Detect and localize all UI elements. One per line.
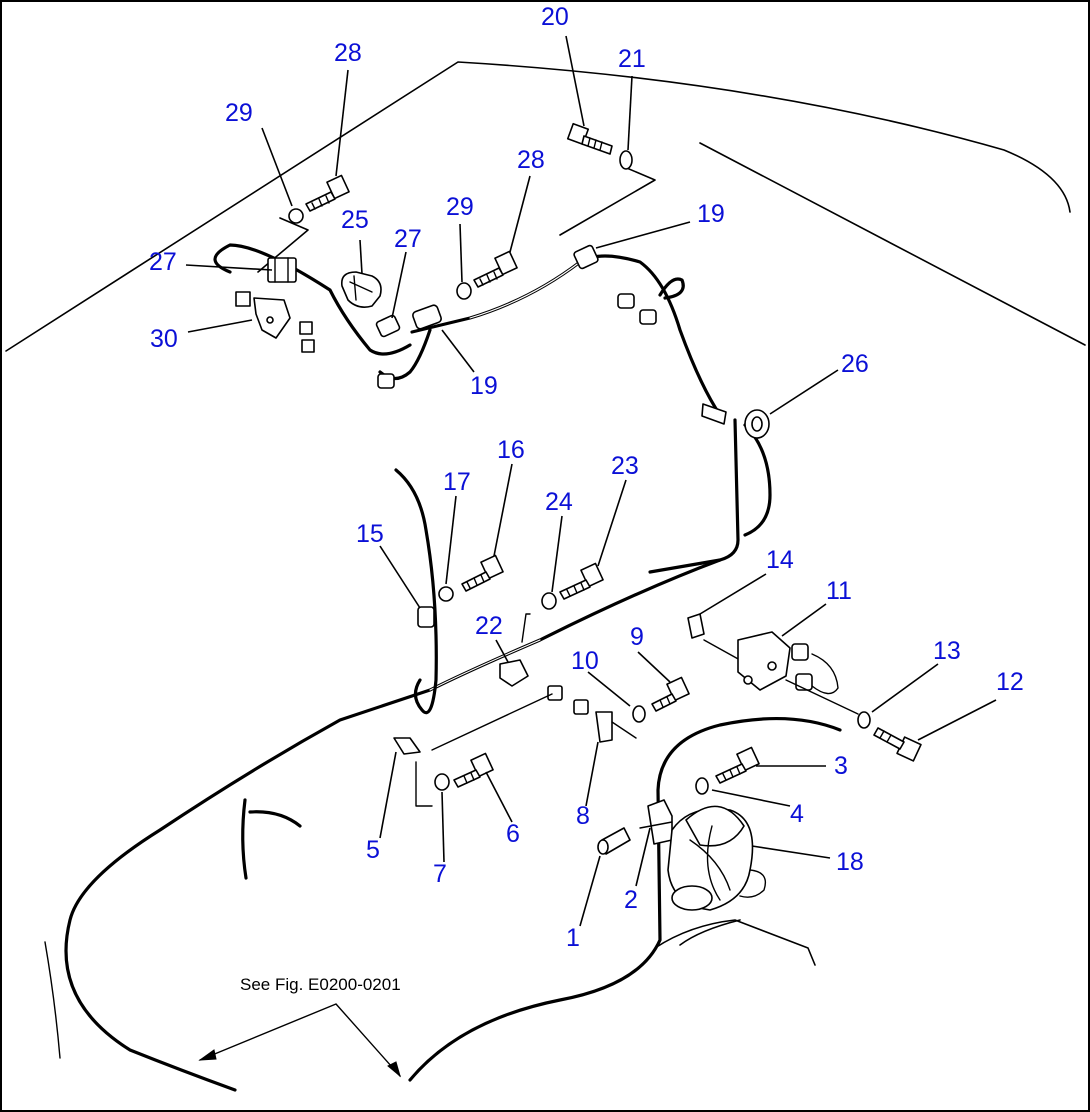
callout-21: 21 [618, 45, 646, 73]
callout-5: 5 [366, 836, 380, 864]
callout-2: 2 [624, 886, 638, 914]
washer-29-right [456, 282, 472, 300]
relay-25 [340, 271, 382, 308]
clamp-22 [499, 613, 531, 687]
callout-8: 8 [576, 802, 590, 830]
callout-15: 15 [356, 520, 384, 548]
cab-outline [5, 61, 1086, 966]
callout-17: 17 [443, 468, 471, 496]
callout-labels: 20 21 28 29 25 27 27 30 28 29 19 19 26 1… [149, 3, 1024, 952]
callout-11: 11 [826, 577, 852, 605]
callout-27-right: 27 [394, 225, 422, 253]
callout-28-left: 28 [334, 39, 362, 67]
callout-1: 1 [566, 924, 580, 952]
horn-18 [667, 805, 767, 911]
spacer-1 [597, 827, 631, 855]
callout-19-left: 19 [470, 372, 498, 400]
callout-10: 10 [571, 647, 599, 675]
callout-4: 4 [790, 800, 804, 828]
bolt-23 [559, 562, 604, 600]
connector-upper-right [617, 293, 657, 325]
reference-arrows [198, 1003, 401, 1078]
callout-18: 18 [836, 848, 864, 876]
washer-7 [434, 773, 450, 791]
clamp-27-right [375, 314, 401, 338]
clamp-27-left [267, 257, 297, 283]
see-figure-note: See Fig. E0200-0201 [240, 975, 401, 994]
washer-13 [857, 711, 871, 729]
callout-7: 7 [433, 860, 447, 888]
callout-23: 23 [611, 452, 639, 480]
callout-29-left: 29 [225, 99, 253, 127]
bolt-6 [453, 752, 494, 788]
clamp-5 [393, 693, 553, 807]
bolt-20 [566, 122, 613, 155]
washer-4 [695, 777, 709, 795]
callout-20: 20 [541, 3, 569, 31]
grommet-26 [701, 403, 770, 439]
callout-26: 26 [841, 350, 869, 378]
washer-24 [541, 592, 557, 610]
callout-29-right: 29 [446, 193, 474, 221]
callout-9: 9 [630, 623, 644, 651]
washer-21 [619, 150, 633, 170]
wiring-harness [44, 243, 842, 1092]
connectors-middle [547, 685, 589, 715]
bracket-30 [235, 291, 315, 353]
washer-29-left [288, 208, 304, 224]
leader-lines [185, 35, 997, 927]
washer-10 [632, 705, 646, 723]
callout-16: 16 [497, 436, 525, 464]
callout-12: 12 [996, 668, 1024, 696]
callout-28-right: 28 [517, 146, 545, 174]
callout-30: 30 [150, 325, 178, 353]
clip-19-right [573, 244, 599, 270]
bolt-16 [461, 554, 504, 592]
callout-6: 6 [506, 820, 520, 848]
clip-19-left [412, 304, 442, 330]
bolt-3 [715, 746, 760, 784]
clamp-2 [639, 799, 673, 845]
callout-13: 13 [933, 637, 961, 665]
bolt-12 [873, 727, 922, 762]
bolt-28-left [305, 174, 350, 212]
clamp-8 [595, 711, 637, 743]
callout-14: 14 [766, 546, 794, 574]
washer-17 [438, 586, 454, 602]
clamp-15 [417, 606, 435, 628]
callout-24: 24 [545, 488, 573, 516]
callout-25: 25 [341, 206, 369, 234]
connector-upper-left [377, 373, 395, 389]
bracket-11 [737, 631, 859, 715]
callout-22: 22 [475, 612, 503, 640]
callout-3: 3 [834, 752, 848, 780]
bolt-28-right [473, 250, 518, 288]
callout-27-left: 27 [149, 248, 177, 276]
clamp-14 [687, 613, 741, 661]
antenna-lead [394, 468, 438, 715]
callout-19-right: 19 [697, 200, 725, 228]
bolt-9 [651, 676, 690, 712]
